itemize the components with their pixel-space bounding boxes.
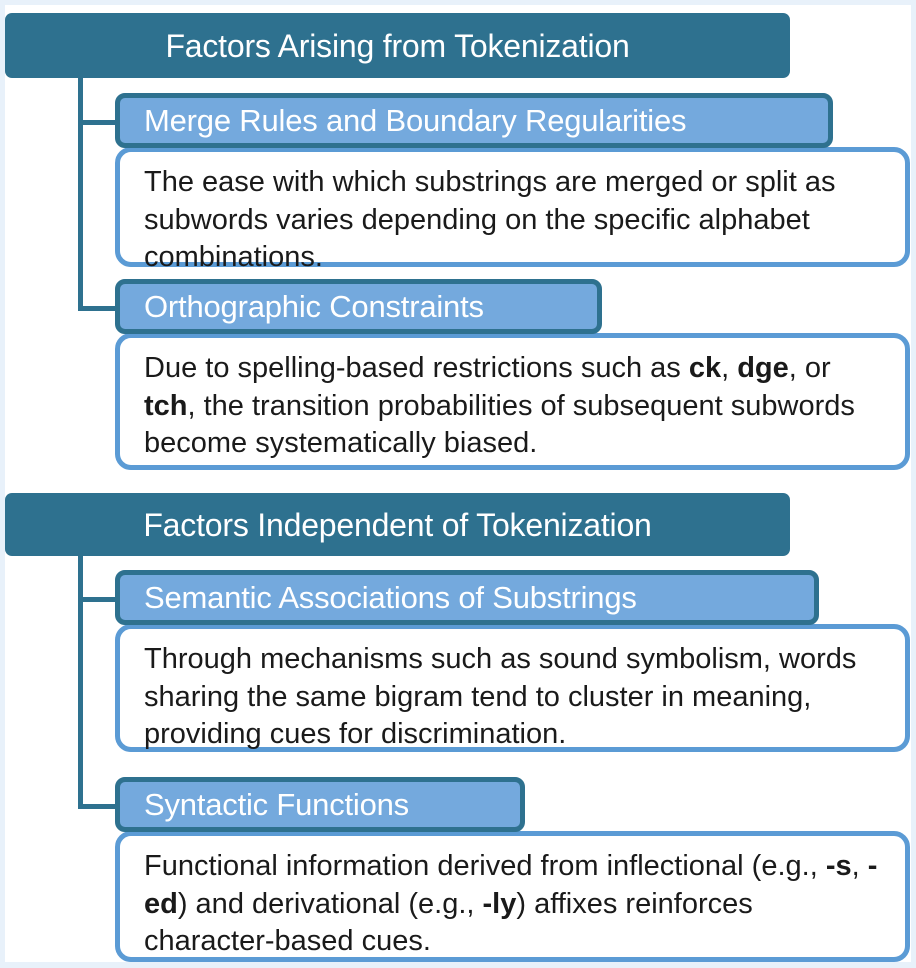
sub-header-orthographic-constraints: Orthographic Constraints — [115, 279, 602, 334]
body-text: Due to spelling-based restrictions such … — [144, 352, 855, 460]
body-card-merge-rules-and-boundary-regularities: The ease with which substrings are merge… — [115, 147, 910, 273]
body-card-orthographic-constraints: Due to spelling-based restrictions such … — [115, 333, 910, 470]
body-text: Functional information derived from infl… — [144, 850, 878, 958]
body-card-syntactic-functions: Functional information derived from infl… — [115, 831, 910, 962]
sub-header-merge-rules-and-boundary-regularities: Merge Rules and Boundary Regularities — [115, 93, 833, 148]
connector-trunk-section-2 — [78, 556, 83, 809]
connector-branch-syntactic-functions — [78, 804, 123, 809]
section-header-factors-arising-from-tokenization: Factors Arising from Tokenization — [5, 13, 790, 78]
body-card-semantic-associations-of-substrings: Through mechanisms such as sound symboli… — [115, 624, 910, 752]
section-header-factors-independent-of-tokenization: Factors Independent of Tokenization — [5, 493, 790, 556]
body-text: The ease with which substrings are merge… — [144, 166, 836, 274]
diagram-canvas: Factors Arising from Tokenization Merge … — [5, 5, 911, 962]
body-text: Through mechanisms such as sound symboli… — [144, 643, 857, 751]
connector-trunk-section-1 — [78, 78, 83, 311]
sub-header-syntactic-functions: Syntactic Functions — [115, 777, 525, 832]
connector-branch-merge-rules — [78, 120, 123, 125]
connector-branch-orthographic-constraints — [78, 306, 123, 311]
sub-header-semantic-associations-of-substrings: Semantic Associations of Substrings — [115, 570, 819, 625]
connector-branch-semantic-associations — [78, 597, 123, 602]
